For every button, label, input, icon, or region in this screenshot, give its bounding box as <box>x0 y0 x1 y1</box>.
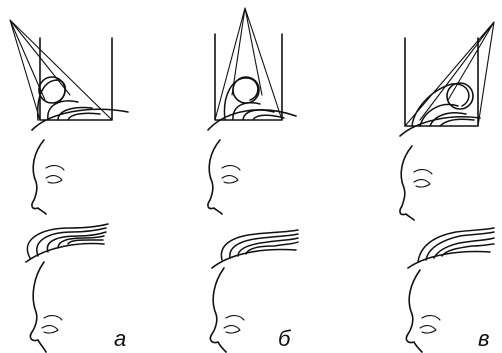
brow <box>222 166 240 170</box>
label-v: в <box>478 326 489 351</box>
profile-a-bottom <box>30 262 62 352</box>
panel-a-top <box>10 20 128 130</box>
panel-c-bottom <box>408 228 494 268</box>
projection-lines <box>10 20 112 120</box>
face-profile <box>208 140 222 214</box>
label-b: б <box>278 326 292 351</box>
panel-b-top <box>208 8 296 130</box>
profile-c-bottom <box>406 270 440 352</box>
profile-b-bottom <box>210 268 244 352</box>
brow <box>422 316 440 320</box>
profile-a-top <box>32 140 64 214</box>
eye <box>42 326 58 334</box>
hair-curl <box>47 232 106 252</box>
panel-a-bottom <box>26 224 108 262</box>
eye <box>222 176 238 184</box>
face-profile <box>32 140 46 214</box>
profile-b-top <box>208 140 240 214</box>
brow <box>226 316 244 320</box>
hair-strand <box>68 113 100 120</box>
hair-strand <box>440 119 474 126</box>
label-a: а <box>114 326 126 351</box>
hair-strand <box>224 78 257 120</box>
panel-b-bottom <box>212 230 298 268</box>
eye <box>414 180 430 188</box>
eye <box>46 176 62 184</box>
profile-c-top <box>400 146 432 220</box>
brow <box>46 166 64 170</box>
eye <box>224 326 240 334</box>
face-profile <box>210 268 226 352</box>
panel-c-top <box>400 22 494 136</box>
face-profile <box>406 270 422 352</box>
brow <box>414 170 432 174</box>
head-crown <box>212 250 296 268</box>
brow <box>44 316 62 320</box>
face-profile <box>30 262 46 352</box>
face-profile <box>400 146 414 220</box>
eye <box>420 326 436 334</box>
hair-curl <box>27 224 108 258</box>
